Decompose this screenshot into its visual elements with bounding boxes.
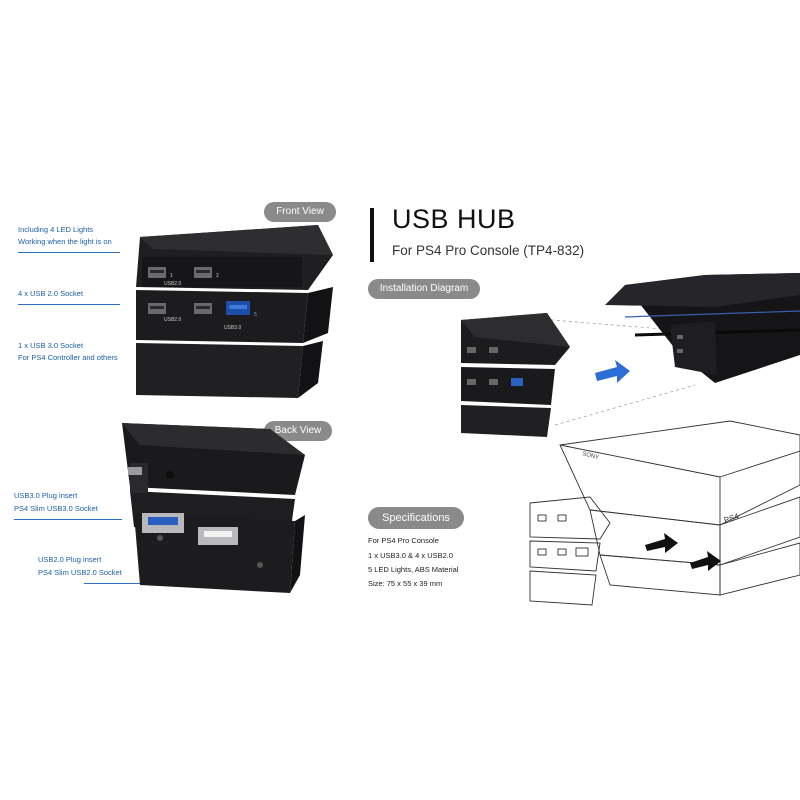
install-arrow-icon [595, 360, 630, 383]
installation-diagram-image [461, 273, 800, 437]
back-usb2-note-line2: PS4 Slim USB2.0 Socket [38, 568, 122, 577]
insert-arrow-upper-icon [645, 533, 678, 553]
page-subtitle: For PS4 Pro Console (TP4-832) [392, 243, 585, 258]
spec-line-3: 5 LED Lights, ABS Material [368, 565, 459, 574]
back-usb2-note-rule [84, 583, 188, 584]
port-label-5: 5 [254, 312, 257, 318]
port-label-2: 2 [216, 273, 219, 279]
hub-back-view-image [122, 423, 305, 593]
back-usb2-note-line1: USB2.0 Plug insert [38, 555, 102, 564]
port-label-1: 1 [170, 273, 173, 279]
usb20-label-bottom: USB2.0 [164, 317, 181, 323]
usb3-note-line1: 1 x USB 3.0 Socket [18, 341, 84, 350]
console-brand-label: SONY [581, 451, 599, 461]
back-usb3-note-line2: PS4 Slim USB3.0 Socket [14, 504, 98, 513]
back-usb3-note-line1: USB3.0 Plug insert [14, 491, 78, 500]
spec-line-1: For PS4 Pro Console [368, 536, 439, 545]
usb2-note: 4 x USB 2.0 Socket [18, 289, 84, 298]
led-note-line1: Including 4 LED Lights [18, 225, 94, 234]
back-view-label: Back View [264, 421, 332, 441]
led-note-line2: Working when the light is on [18, 237, 112, 246]
usb2-note-rule [18, 304, 120, 305]
hub-front-view-image: 1 2 USB2.0 USB2.0 USB3.0 5 [136, 225, 333, 398]
spec-line-4: Size: 75 x 55 x 39 mm [368, 579, 443, 588]
installation-diagram-label: Installation Diagram [368, 279, 480, 299]
spec-line-2: 1 x USB3.0 & 4 x USB2.0 [368, 551, 454, 560]
usb3-note-line2: For PS4 Controller and others [18, 353, 118, 362]
front-view-label: Front View [264, 202, 336, 222]
back-usb3-note-rule [14, 519, 122, 520]
specifications-label: Specifications [368, 507, 464, 529]
page-title: USB HUB [392, 204, 516, 234]
insert-arrow-lower-icon [690, 551, 721, 571]
title-accent-bar [370, 208, 374, 262]
led-note-rule [18, 252, 120, 253]
usb20-label-top: USB2.0 [164, 281, 181, 287]
console-model-label: PS4 [723, 511, 741, 524]
console-line-art-image: SONY PS4 [529, 420, 800, 606]
usb30-label: USB3.0 [224, 325, 241, 331]
